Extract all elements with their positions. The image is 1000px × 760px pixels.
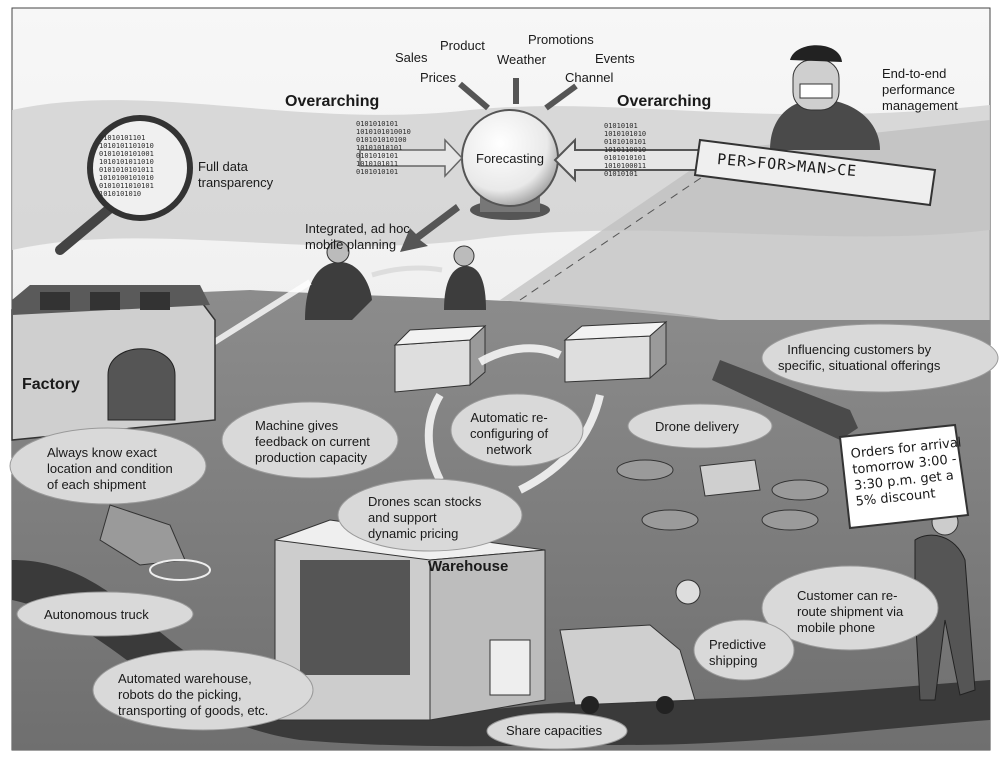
binary-data-left: 01010101101 1010101101010 0101010101001 …	[99, 134, 154, 198]
full-data-transparency-label: Full data transparency	[198, 159, 274, 190]
bubble-drone-delivery: Drone delivery	[655, 419, 739, 434]
dashed-line	[519, 164, 721, 301]
input-prices: Prices	[420, 70, 457, 85]
input-weather: Weather	[497, 52, 546, 67]
bubble-automated-warehouse: Automated warehouse, robots do the picki…	[118, 671, 269, 718]
bubble-drones-scan: Drones scan stocks and support dynamic p…	[368, 494, 482, 541]
orders-sign-text: Orders for arrival tomorrow 3:00 - 3:30 …	[850, 435, 963, 510]
overarching-right-label: Overarching	[617, 93, 712, 110]
warehouse-building	[274, 519, 546, 721]
input-sales: Sales	[395, 50, 428, 65]
label-bubbles	[9, 323, 999, 750]
end-to-end-label: End-to-end performance management	[882, 66, 958, 113]
integrated-planning-label: Integrated, ad hoc mobile planning	[305, 221, 410, 252]
network-node-left	[393, 324, 487, 393]
input-events: Events	[595, 51, 635, 66]
crystal-ball-icon	[461, 109, 559, 220]
magnifier-icon	[55, 115, 193, 255]
binary-data-right: 01010101 1010101010 0101010101 101011001…	[604, 122, 647, 178]
bubble-influencing-customers: Influencing customers by specific, situa…	[778, 342, 941, 373]
warehouse-label: Warehouse	[428, 558, 509, 575]
bubble-predictive-shipping: Predictive shipping	[709, 637, 767, 668]
planner-figures	[305, 240, 486, 320]
performance-board	[693, 138, 937, 207]
performance-arrow	[553, 137, 711, 183]
input-arrows	[458, 78, 578, 111]
drone	[616, 459, 829, 531]
pointing-arm	[712, 360, 858, 440]
delivery-truck	[559, 579, 701, 714]
orders-sign-board	[838, 423, 970, 530]
bubble-customer-reroute: Customer can re- route shipment via mobi…	[797, 588, 904, 635]
bubble-share-capacities: Share capacities	[506, 723, 603, 738]
manager-figure	[770, 45, 880, 150]
planning-arrow	[400, 204, 460, 252]
autonomous-truck	[99, 504, 211, 581]
binary-data-mid: 0101010101 1010101010010 010101010100 10…	[356, 120, 411, 176]
input-product: Product	[440, 38, 485, 53]
bubble-automatic-reconfig: Automatic re- configuring of network	[470, 410, 549, 457]
overarching-left-label: Overarching	[285, 93, 380, 110]
factory-label: Factory	[22, 376, 80, 393]
data-arrow	[359, 138, 464, 178]
factory-building	[11, 285, 216, 441]
bubble-machine-feedback: Machine gives feedback on current produc…	[255, 418, 370, 465]
network-arrows	[424, 344, 604, 494]
forecasting-label: Forecasting	[476, 151, 544, 166]
input-channel: Channel	[565, 70, 614, 85]
bubble-autonomous-truck: Autonomous truck	[44, 607, 149, 622]
network-node-right	[563, 320, 668, 383]
bubble-always-know: Always know exact location and condition…	[47, 445, 173, 492]
input-promotions: Promotions	[528, 32, 594, 47]
